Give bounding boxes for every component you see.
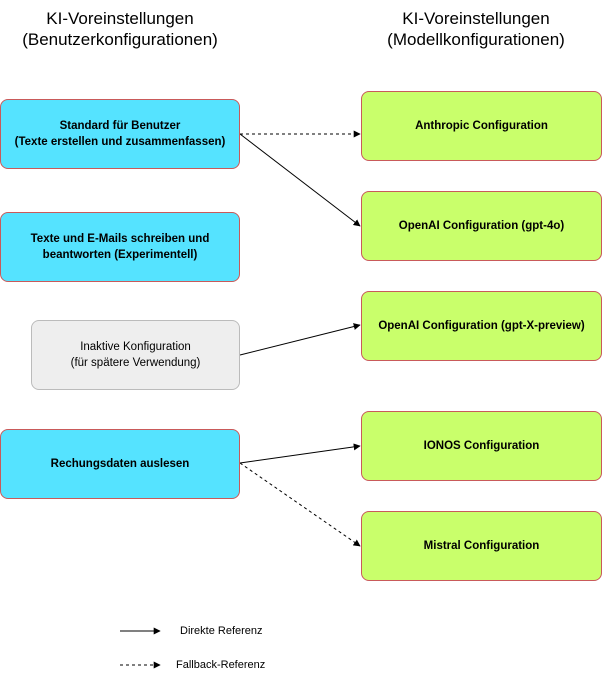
user-config-standard-line2: (Texte erstellen und zusammenfassen) — [14, 136, 226, 148]
user-config-standard[interactable]: Standard für Benutzer (Texte erstellen u… — [0, 99, 240, 169]
user-configs-title: KI-Voreinstellungen (Benutzerkonfigurati… — [0, 8, 240, 50]
user-config-invoice[interactable]: Rechungsdaten auslesen — [0, 429, 240, 499]
model-config-ionos[interactable]: IONOS Configuration — [361, 411, 602, 481]
model-config-openai-4o[interactable]: OpenAI Configuration (gpt-4o) — [361, 191, 602, 261]
user-configs-title-line1: KI-Voreinstellungen — [46, 9, 194, 28]
model-config-openai-x-preview[interactable]: OpenAI Configuration (gpt-X-preview) — [361, 291, 602, 361]
model-config-anthropic-label: Anthropic Configuration — [415, 120, 548, 132]
legend-fallback-label: Fallback-Referenz — [176, 659, 266, 671]
edge-standard-openai4o — [239, 133, 361, 227]
user-config-email-line2: beantworten (Experimentell) — [42, 249, 198, 261]
model-config-openai-x-preview-label: OpenAI Configuration (gpt-X-preview) — [378, 320, 585, 332]
model-configs-title-line2: (Modellkonfigurationen) — [387, 30, 565, 49]
model-configs-title: KI-Voreinstellungen (Modellkonfiguration… — [356, 8, 596, 50]
model-config-mistral[interactable]: Mistral Configuration — [361, 511, 602, 581]
model-configs-title-line1: KI-Voreinstellungen — [402, 9, 550, 28]
user-config-invoice-line1: Rechungsdaten auslesen — [50, 458, 190, 470]
edge-invoice-ionos — [239, 443, 361, 464]
model-config-ionos-label: IONOS Configuration — [423, 440, 540, 452]
user-config-inactive-line2: (für spätere Verwendung) — [70, 357, 201, 369]
model-config-mistral-label: Mistral Configuration — [423, 540, 540, 552]
edge-inactive-openaix — [239, 323, 361, 356]
model-config-openai-4o-label: OpenAI Configuration (gpt-4o) — [398, 220, 565, 232]
user-config-inactive-line1: Inaktive Konfiguration — [80, 341, 191, 353]
user-config-standard-line1: Standard für Benutzer — [59, 120, 181, 132]
user-configs-title-line2: (Benutzerkonfigurationen) — [22, 30, 218, 49]
model-config-anthropic[interactable]: Anthropic Configuration — [361, 91, 602, 161]
legend-direct-label: Direkte Referenz — [180, 625, 263, 637]
user-config-email-line1: Texte und E-Mails schreiben und — [30, 233, 210, 245]
user-config-inactive[interactable]: Inaktive Konfiguration (für spätere Verw… — [31, 320, 240, 390]
user-config-email[interactable]: Texte und E-Mails schreiben und beantwor… — [0, 212, 240, 282]
edge-invoice-mistral — [239, 462, 361, 547]
